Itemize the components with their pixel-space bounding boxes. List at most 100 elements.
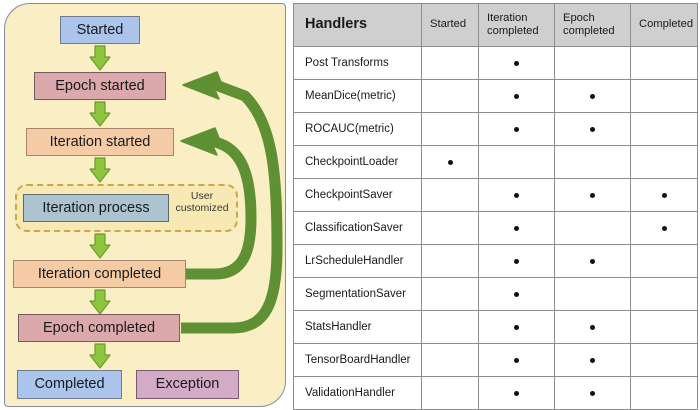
handler-event-cell — [478, 277, 555, 311]
handler-name-cell: TensorBoardHandler — [293, 343, 422, 377]
handler-event-cell — [421, 145, 479, 179]
handler-event-cell — [554, 277, 631, 311]
handler-event-cell — [478, 211, 555, 245]
arrow-iteration-completed-to-epoch-completed — [89, 289, 111, 315]
flow-node-epoch-started[interactable]: Epoch started — [34, 72, 166, 100]
supported-dot-icon — [514, 60, 519, 66]
flow-arrows — [89, 45, 283, 369]
handler-event-cell — [630, 343, 698, 377]
column-header-epoch-completed: Epoch completed — [554, 3, 631, 47]
handler-event-cell — [554, 145, 631, 179]
table-row: Post Transforms — [293, 46, 698, 80]
handler-event-cell — [554, 112, 631, 146]
supported-dot-icon — [661, 192, 667, 198]
handlers-table-header: Handlers Started Iteration completed Epo… — [293, 3, 698, 47]
handler-name-cell: CheckpointLoader — [293, 145, 422, 179]
supported-dot-icon — [514, 126, 519, 132]
supported-dot-icon — [514, 291, 519, 297]
handlers-table: Handlers Started Iteration completed Epo… — [293, 3, 698, 410]
flow-node-exception[interactable]: Exception — [136, 370, 239, 399]
handler-event-cell — [554, 79, 631, 113]
loop-arrow-epoch — [181, 71, 283, 334]
table-row: CheckpointSaver — [293, 178, 698, 212]
handler-event-cell — [478, 310, 555, 344]
header-row: Handlers Started Iteration completed Epo… — [293, 3, 698, 47]
flow-node-iteration-started[interactable]: Iteration started — [26, 128, 174, 156]
handler-event-cell — [421, 244, 479, 278]
supported-dot-icon — [590, 324, 595, 330]
supported-dot-icon — [514, 258, 519, 264]
handler-event-cell — [478, 46, 555, 80]
table-row: ValidationHandler — [293, 376, 698, 410]
supported-dot-icon — [590, 390, 595, 396]
arrow-epoch-completed-to-completed — [89, 343, 111, 369]
supported-dot-icon — [514, 192, 519, 198]
handler-event-cell — [554, 211, 631, 245]
flow-node-completed[interactable]: Completed — [17, 370, 122, 399]
handler-event-cell — [478, 178, 555, 212]
handler-event-cell — [630, 178, 698, 212]
handler-event-cell — [421, 310, 479, 344]
table-row: SegmentationSaver — [293, 277, 698, 311]
handler-event-cell — [554, 244, 631, 278]
table-row: MeanDice(metric) — [293, 79, 698, 113]
handler-name-cell: SegmentationSaver — [293, 277, 422, 311]
handler-event-cell — [421, 178, 479, 212]
handler-event-cell — [421, 376, 479, 410]
column-header-handlers: Handlers — [293, 3, 422, 47]
handler-event-cell — [478, 343, 555, 377]
handler-event-cell — [630, 211, 698, 245]
table-row: StatsHandler — [293, 310, 698, 344]
supported-dot-icon — [590, 258, 595, 264]
loop-arrow-iteration — [180, 127, 257, 280]
flow-node-started[interactable]: Started — [60, 16, 140, 44]
supported-dot-icon — [590, 93, 595, 99]
handler-name-cell: MeanDice(metric) — [293, 79, 422, 113]
supported-dot-icon — [590, 126, 595, 132]
flow-node-iteration-completed[interactable]: Iteration completed — [13, 260, 186, 288]
supported-dot-icon — [514, 390, 519, 396]
handler-name-cell: StatsHandler — [293, 310, 422, 344]
supported-dot-icon — [514, 324, 519, 330]
handler-event-cell — [478, 79, 555, 113]
handler-name-cell: Post Transforms — [293, 46, 422, 80]
handler-name-cell: CheckpointSaver — [293, 178, 422, 212]
handler-event-cell — [630, 46, 698, 80]
supported-dot-icon — [514, 93, 519, 99]
handler-event-cell — [421, 46, 479, 80]
event-flow-panel: User customized Started Epoch started It… — [4, 3, 286, 407]
handler-event-cell — [421, 211, 479, 245]
handler-name-cell: LrScheduleHandler — [293, 244, 422, 278]
handler-name-cell: ROCAUC(metric) — [293, 112, 422, 146]
arrow-started-to-epoch-started — [89, 45, 111, 71]
table-row: LrScheduleHandler — [293, 244, 698, 278]
column-header-iteration-completed: Iteration completed — [478, 3, 555, 47]
handler-event-cell — [421, 343, 479, 377]
table-row: CheckpointLoader — [293, 145, 698, 179]
handler-event-cell — [478, 145, 555, 179]
handler-event-cell — [554, 310, 631, 344]
column-header-started: Started — [421, 3, 479, 47]
handler-event-cell — [554, 46, 631, 80]
handler-event-cell — [478, 244, 555, 278]
flow-node-epoch-completed[interactable]: Epoch completed — [18, 314, 180, 342]
handler-event-cell — [630, 112, 698, 146]
handler-event-cell — [478, 376, 555, 410]
supported-dot-icon — [447, 159, 453, 165]
table-row: ClassificationSaver — [293, 211, 698, 245]
handler-event-cell — [478, 112, 555, 146]
flow-node-iteration-process[interactable]: Iteration process — [23, 194, 169, 222]
column-header-completed: Completed — [630, 3, 698, 47]
handler-event-cell — [630, 79, 698, 113]
handler-name-cell: ClassificationSaver — [293, 211, 422, 245]
handler-event-cell — [421, 112, 479, 146]
handler-event-cell — [630, 244, 698, 278]
handler-event-cell — [554, 343, 631, 377]
supported-dot-icon — [514, 225, 519, 231]
handler-event-cell — [421, 79, 479, 113]
handler-event-cell — [421, 277, 479, 311]
handler-event-cell — [630, 310, 698, 344]
table-row: ROCAUC(metric) — [293, 112, 698, 146]
